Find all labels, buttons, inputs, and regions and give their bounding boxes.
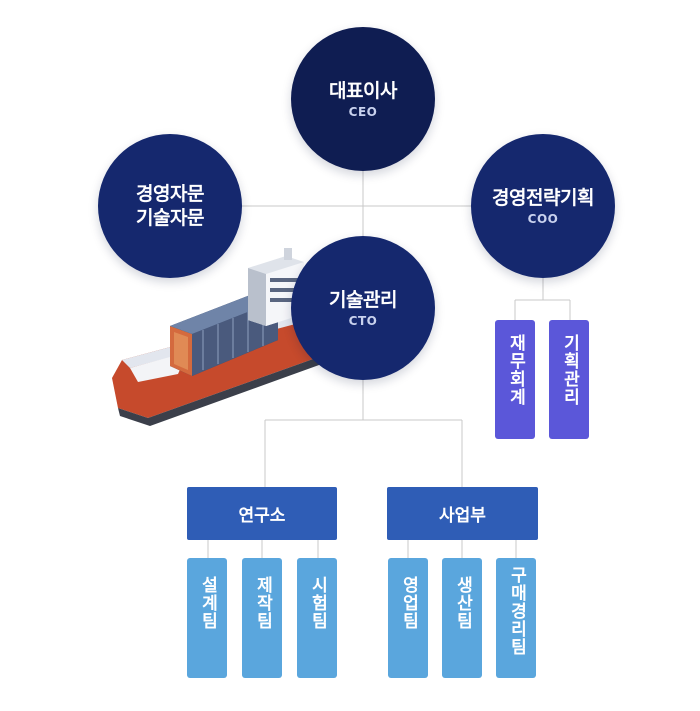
team-design: 설계팀 — [187, 558, 227, 678]
team-label: 제작팀 — [252, 576, 273, 630]
team-label: 구매경리팀 — [506, 566, 527, 656]
dept-label: 연구소 — [238, 506, 286, 526]
cto-title: 기술관리 — [329, 289, 397, 311]
advisory-line-2: 기술자문 — [136, 207, 204, 229]
ceo-subtitle: CEO — [348, 105, 378, 119]
coo-title: 경영전략기획 — [492, 187, 594, 209]
team-production: 생산팀 — [442, 558, 482, 678]
team-label: 설계팀 — [197, 576, 218, 630]
team-planning-management: 기획관리 — [549, 320, 589, 439]
team-finance-accounting: 재무회계 — [495, 320, 535, 439]
team-label: 영업팀 — [398, 576, 419, 630]
team-label: 기획관리 — [559, 334, 580, 406]
team-label: 시험팀 — [307, 576, 328, 630]
dept-business-division: 사업부 — [387, 487, 538, 540]
team-testing: 시험팀 — [297, 558, 337, 678]
dept-label: 사업부 — [439, 506, 486, 526]
container-ship-illustration — [112, 248, 344, 426]
team-sales: 영업팀 — [388, 558, 428, 678]
cto-node: 기술관리 CTO — [291, 236, 435, 380]
team-label: 재무회계 — [505, 334, 526, 406]
ceo-title: 대표이사 — [329, 80, 397, 102]
cto-subtitle: CTO — [348, 314, 378, 328]
ceo-node: 대표이사 CEO — [291, 27, 435, 171]
team-manufacturing: 제작팀 — [242, 558, 282, 678]
advisory-line-1: 경영자문 — [136, 183, 204, 205]
advisory-node: 경영자문 기술자문 — [98, 134, 242, 278]
team-purchasing-accounting: 구매경리팀 — [496, 558, 536, 678]
team-label: 생산팀 — [452, 576, 473, 630]
dept-research-lab: 연구소 — [187, 487, 337, 540]
coo-node: 경영전략기획 COO — [471, 134, 615, 278]
coo-subtitle: COO — [527, 212, 559, 226]
